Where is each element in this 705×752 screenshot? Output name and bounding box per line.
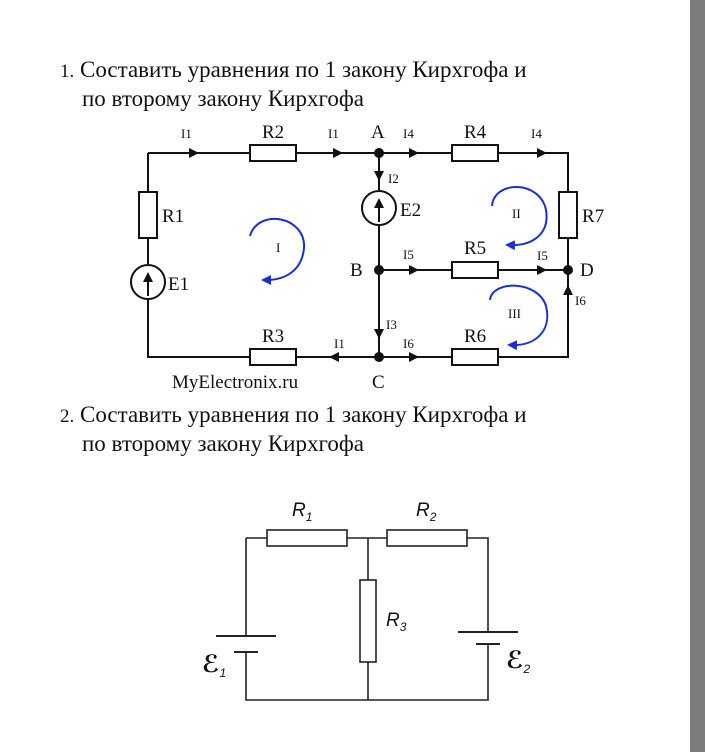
source-e1-label: E1: [168, 274, 189, 295]
resistor-r2-label: R2: [262, 122, 284, 143]
loop-arrow-iii: [489, 284, 549, 351]
resistor-r1-label: R1: [162, 206, 184, 227]
watermark: MyElectronix.ru: [172, 372, 299, 393]
node-b-label: B: [350, 260, 363, 281]
current-i5-right: I5: [537, 248, 548, 263]
task-2-number: 2.: [60, 406, 75, 427]
resistor-r6-label: R6: [464, 326, 486, 347]
resistor-r7-label: R7: [582, 206, 604, 227]
current-i6-right: I6: [575, 293, 586, 308]
task-2-line-2: по второму закону Кирхгофа: [82, 431, 364, 456]
circuit-1: [130, 144, 578, 366]
resistor-2-r1: [266, 529, 348, 547]
resistor-r5-label: R5: [464, 238, 486, 259]
resistor-r5: [451, 261, 499, 279]
source-e1: [130, 264, 166, 300]
resistor-r3-label: R3: [262, 326, 284, 347]
resistor-2-r3-label: R3: [386, 610, 407, 634]
circuit-2-wires: [245, 537, 489, 701]
current-arrows: [178, 148, 573, 362]
resistor-2-r3: [359, 579, 377, 663]
resistor-r2: [249, 144, 297, 162]
loop-label-i: I: [276, 240, 280, 255]
current-i4-left: I4: [403, 126, 414, 141]
loop-label-iii: III: [508, 306, 521, 321]
current-i3: I3: [386, 317, 397, 332]
circuit-1-labels: R1 R2 R3 R4 R5 R6 R7 E1 E2 A B C D MyEle…: [162, 122, 604, 393]
node-c-dot: [374, 352, 384, 362]
resistor-r4: [451, 144, 499, 162]
resistor-2-r2: [386, 529, 468, 547]
node-a-label: A: [371, 122, 385, 143]
task-1-line-1: Составить уравнения по 1 закону Кирхгофа…: [80, 57, 527, 82]
loop-arrows: [249, 186, 549, 351]
source-e2: [361, 190, 397, 226]
task-2-text: 2. Составить уравнения по 1 закону Кирхг…: [60, 401, 660, 457]
node-d-label: D: [580, 260, 594, 281]
task-1-text: 1. Составить уравнения по 1 закону Кирхг…: [60, 56, 660, 112]
circuit-2-labels: R1 R2 R3 ℰ1 ℰ2: [202, 500, 531, 680]
battery-e1-label: ℰ1: [202, 651, 226, 680]
current-i1-bottom: I1: [334, 336, 345, 351]
battery-e2: [458, 631, 518, 645]
node-c-label: C: [372, 372, 385, 393]
resistor-r7: [558, 191, 578, 239]
current-i4-right: I4: [531, 126, 542, 141]
node-a-dot: [374, 148, 384, 158]
resistor-2-r1-label: R1: [292, 500, 312, 524]
task-1-number: 1.: [60, 61, 75, 82]
node-b-dot: [374, 265, 384, 275]
current-i5-left: I5: [403, 247, 414, 262]
circuit-1-wires: [147, 152, 569, 358]
resistor-r1: [138, 191, 158, 239]
resistor-r3: [249, 348, 297, 366]
loop-label-ii: II: [512, 206, 521, 221]
source-e2-label: E2: [400, 200, 421, 221]
current-i2: I2: [388, 171, 399, 186]
loop-arrow-i: [249, 218, 306, 285]
current-labels: I1 I1 I4 I4 I2 I5 I5 I3 I1 I6 I6 I II II…: [181, 126, 586, 351]
battery-e2-label: ℰ2: [506, 647, 531, 676]
node-d-dot: [563, 265, 573, 275]
scrollbar[interactable]: [690, 0, 705, 752]
task-1-line-2: по второму закону Кирхгофа: [82, 86, 364, 111]
resistor-2-r2-label: R2: [416, 500, 437, 524]
current-i1-top-right: I1: [328, 126, 339, 141]
current-i1-top-left: I1: [181, 126, 192, 141]
resistor-r4-label: R4: [464, 122, 487, 143]
resistor-r6: [451, 348, 499, 366]
current-i6-left: I6: [403, 336, 414, 351]
circuit-2: [216, 529, 518, 701]
task-2-line-1: Составить уравнения по 1 закону Кирхгофа…: [80, 402, 527, 427]
loop-arrow-ii: [491, 186, 548, 251]
battery-e1: [216, 635, 276, 653]
